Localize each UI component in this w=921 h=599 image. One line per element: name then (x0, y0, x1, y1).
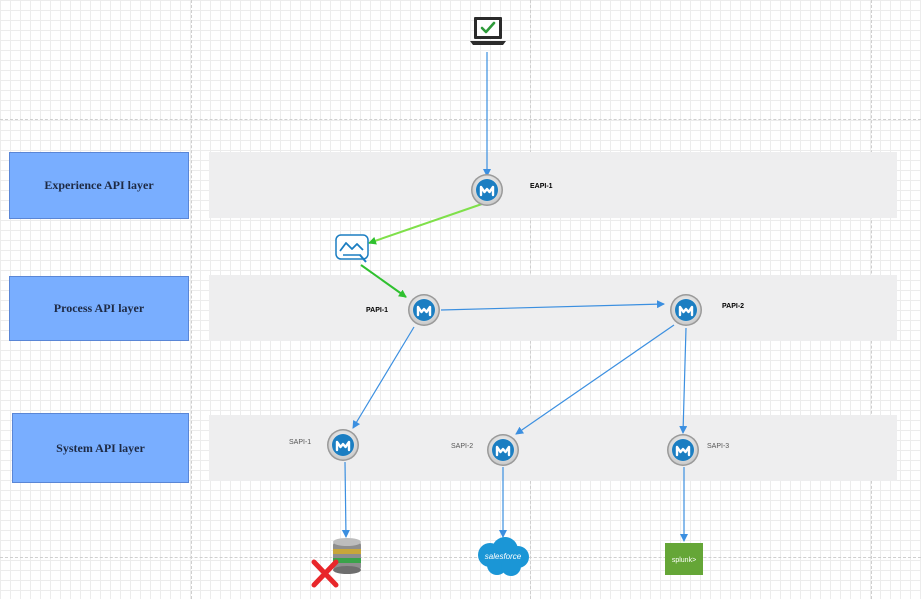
papi2-label: PAPI-2 (722, 303, 745, 310)
laptop-check-icon[interactable] (470, 17, 506, 45)
sapi3-label: SAPI-3 (707, 443, 730, 450)
experience-band (209, 152, 897, 218)
experience-layer-box[interactable]: Experience API layer (9, 152, 189, 219)
connector-papi1-sapi1 (352, 326, 415, 429)
experience-layer-label: Experience API layer (44, 178, 154, 192)
eapi1-mulesoft-icon[interactable] (469, 172, 505, 208)
splunk-logo-text: splunk> (672, 557, 696, 564)
guide-line (0, 557, 921, 558)
sapi1-label: SAPI-1 (289, 439, 312, 446)
connector-papi2-sapi3 (679, 327, 688, 434)
splunk-logo-icon[interactable]: splunk> (665, 543, 703, 575)
papi1-mulesoft-icon[interactable] (406, 292, 442, 328)
system-layer-label: System API layer (56, 440, 145, 455)
eapi1-label: EAPI-1 (530, 183, 553, 190)
salesforce-logo-icon[interactable]: salesforce (478, 537, 529, 576)
papi1-label: PAPI-1 (366, 307, 389, 314)
red-x-icon (311, 559, 339, 588)
system-band (209, 415, 897, 481)
guide-line (191, 0, 192, 599)
sapi1-mulesoft-icon[interactable] (325, 427, 361, 463)
connector-papi2-sapi2 (515, 324, 675, 435)
process-layer-box[interactable]: Process API layer (9, 276, 189, 341)
anypoint-mq-icon[interactable] (335, 234, 369, 263)
process-band (209, 275, 897, 341)
connector-papi1-papi2 (440, 300, 665, 311)
process-layer-label: Process API layer (53, 301, 145, 315)
database-icon[interactable] (333, 538, 361, 574)
salesforce-logo-text: salesforce (485, 552, 522, 561)
sapi2-mulesoft-icon[interactable] (485, 432, 521, 468)
connector-sapi1-db (341, 461, 350, 538)
connector-eapi1-queue (368, 203, 483, 245)
sapi3-mulesoft-icon[interactable] (665, 432, 701, 468)
connector-queue-papi1 (360, 264, 407, 298)
sapi2-label: SAPI-2 (451, 443, 474, 450)
papi2-mulesoft-icon[interactable] (668, 292, 704, 328)
system-layer-box[interactable]: System API layer (12, 413, 189, 483)
guide-line (0, 119, 921, 120)
